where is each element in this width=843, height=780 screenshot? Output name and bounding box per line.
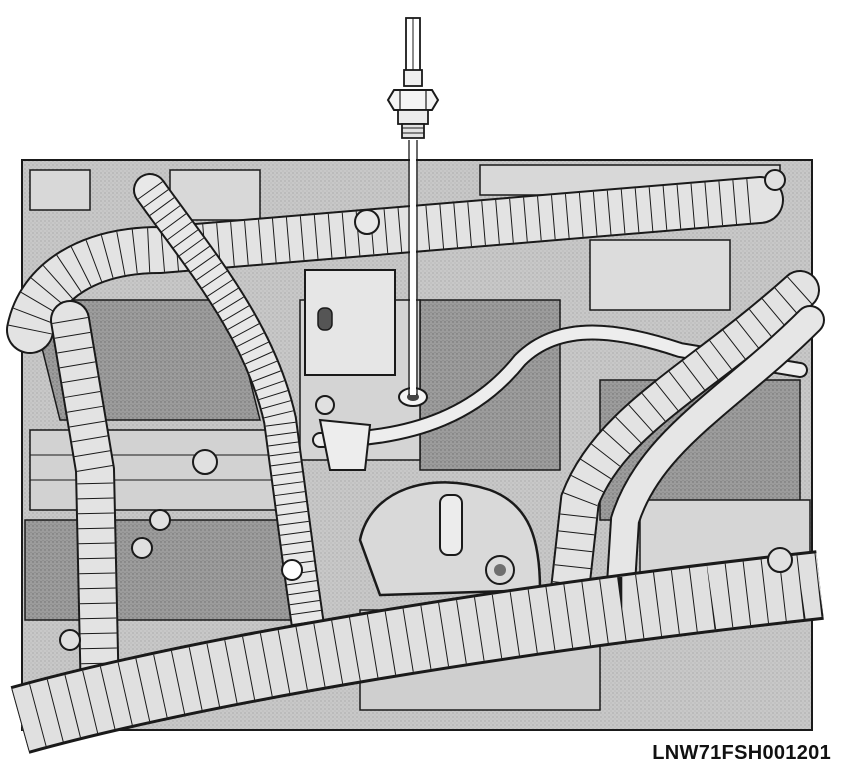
wiring-harness	[133, 173, 327, 657]
installation-guide-line	[408, 140, 418, 395]
wiring-harness	[312, 324, 808, 448]
harness-bracket	[304, 269, 396, 376]
wiring-harness	[10, 550, 824, 754]
mounting-bolt	[59, 169, 793, 651]
elbow-coolant-pipe	[358, 481, 542, 597]
wiring-harness	[550, 270, 825, 615]
figure-reference-code: LNW71FSH001201	[652, 742, 831, 764]
sensor-wire-lead	[403, 17, 423, 87]
wiring-harness	[50, 300, 120, 720]
harness-clip	[281, 418, 372, 581]
wiring-harness	[6, 176, 784, 354]
temperature-sensor	[386, 17, 440, 139]
